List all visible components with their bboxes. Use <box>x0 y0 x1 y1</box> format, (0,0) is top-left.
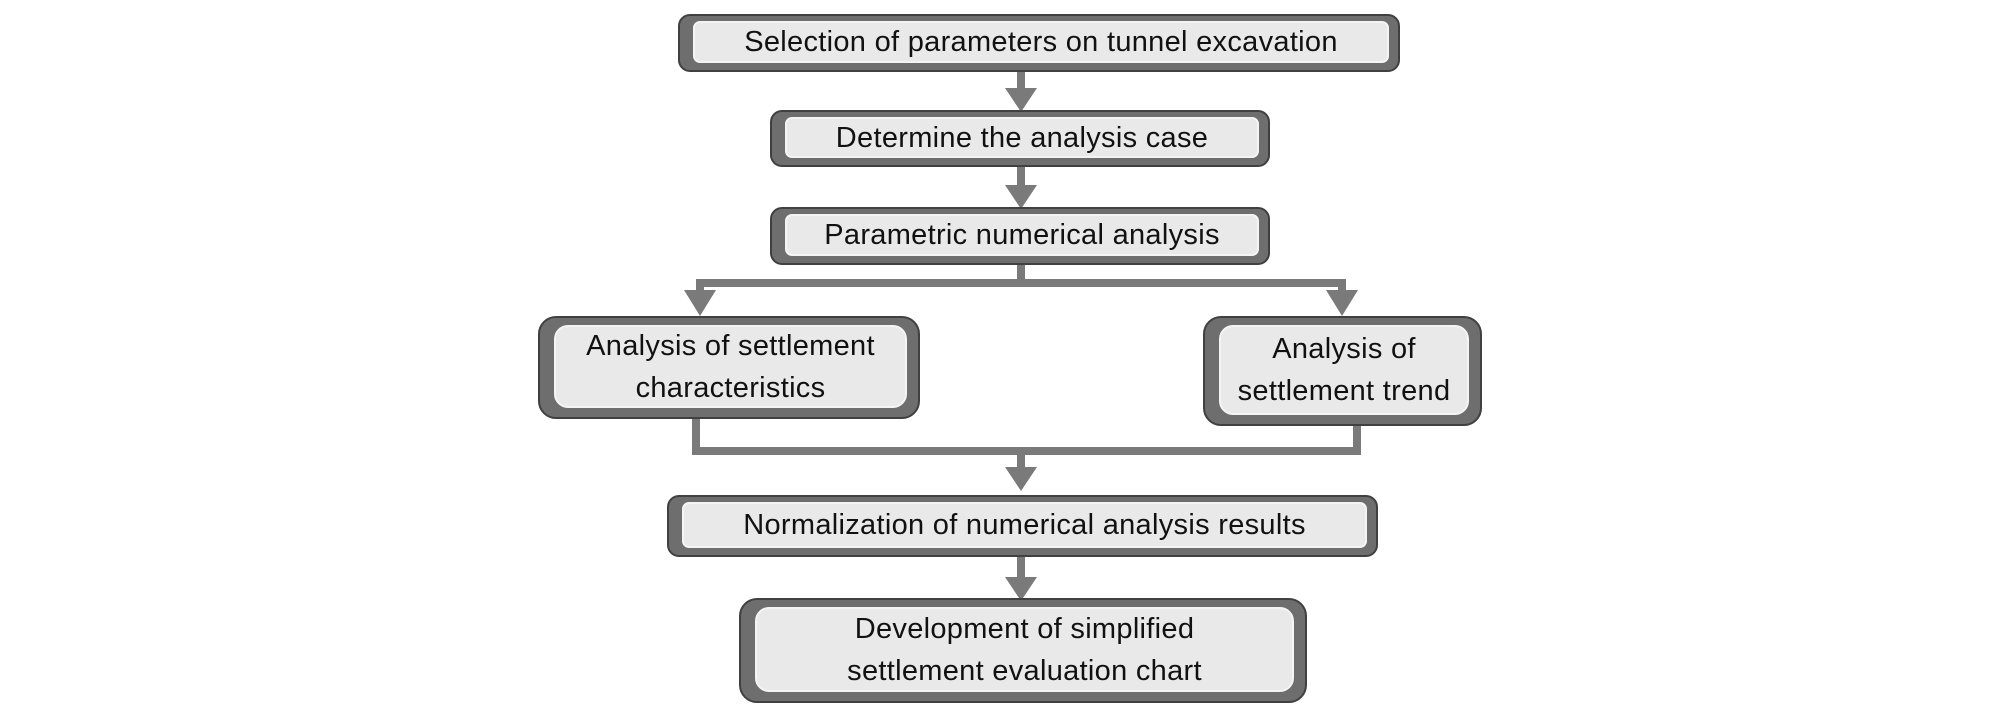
connector-line-3 <box>1017 265 1025 283</box>
merge-right-riser <box>1353 426 1361 455</box>
connector-line-6 <box>1017 557 1025 579</box>
branch-horizontal-line <box>696 279 1346 287</box>
arrowhead-merge <box>1005 467 1037 491</box>
connector-line-2 <box>1017 167 1025 187</box>
step-determine-analysis-case: Determine the analysis case <box>770 110 1270 167</box>
step-settlement-characteristics-label: Analysis of settlement characteristics <box>554 325 907 408</box>
merge-left-riser <box>692 419 700 455</box>
step-development-chart: Development of simplified settlement eva… <box>739 598 1307 703</box>
step-settlement-trend-label: Analysis of settlement trend <box>1219 325 1469 415</box>
arrowhead-2 <box>1005 185 1037 209</box>
step-development-chart-label: Development of simplified settlement eva… <box>755 607 1294 692</box>
step-selection-parameters: Selection of parameters on tunnel excava… <box>678 14 1400 72</box>
step-settlement-characteristics: Analysis of settlement characteristics <box>538 316 920 419</box>
arrowhead-1 <box>1005 88 1037 112</box>
step-settlement-trend: Analysis of settlement trend <box>1203 316 1482 426</box>
arrowhead-right-branch <box>1326 290 1358 316</box>
merge-horizontal-line <box>692 447 1361 455</box>
step-normalization-results: Normalization of numerical analysis resu… <box>667 495 1378 557</box>
branch-left-drop <box>696 279 704 293</box>
step-selection-parameters-label: Selection of parameters on tunnel excava… <box>693 21 1389 63</box>
step-normalization-results-label: Normalization of numerical analysis resu… <box>682 502 1367 548</box>
step-parametric-numerical-analysis-label: Parametric numerical analysis <box>785 214 1259 256</box>
branch-right-drop <box>1338 279 1346 293</box>
arrowhead-6 <box>1005 577 1037 601</box>
connector-line-1 <box>1017 72 1025 90</box>
step-determine-analysis-case-label: Determine the analysis case <box>785 117 1259 158</box>
step-parametric-numerical-analysis: Parametric numerical analysis <box>770 207 1270 265</box>
merge-center-drop <box>1017 447 1025 469</box>
arrowhead-left-branch <box>684 290 716 316</box>
